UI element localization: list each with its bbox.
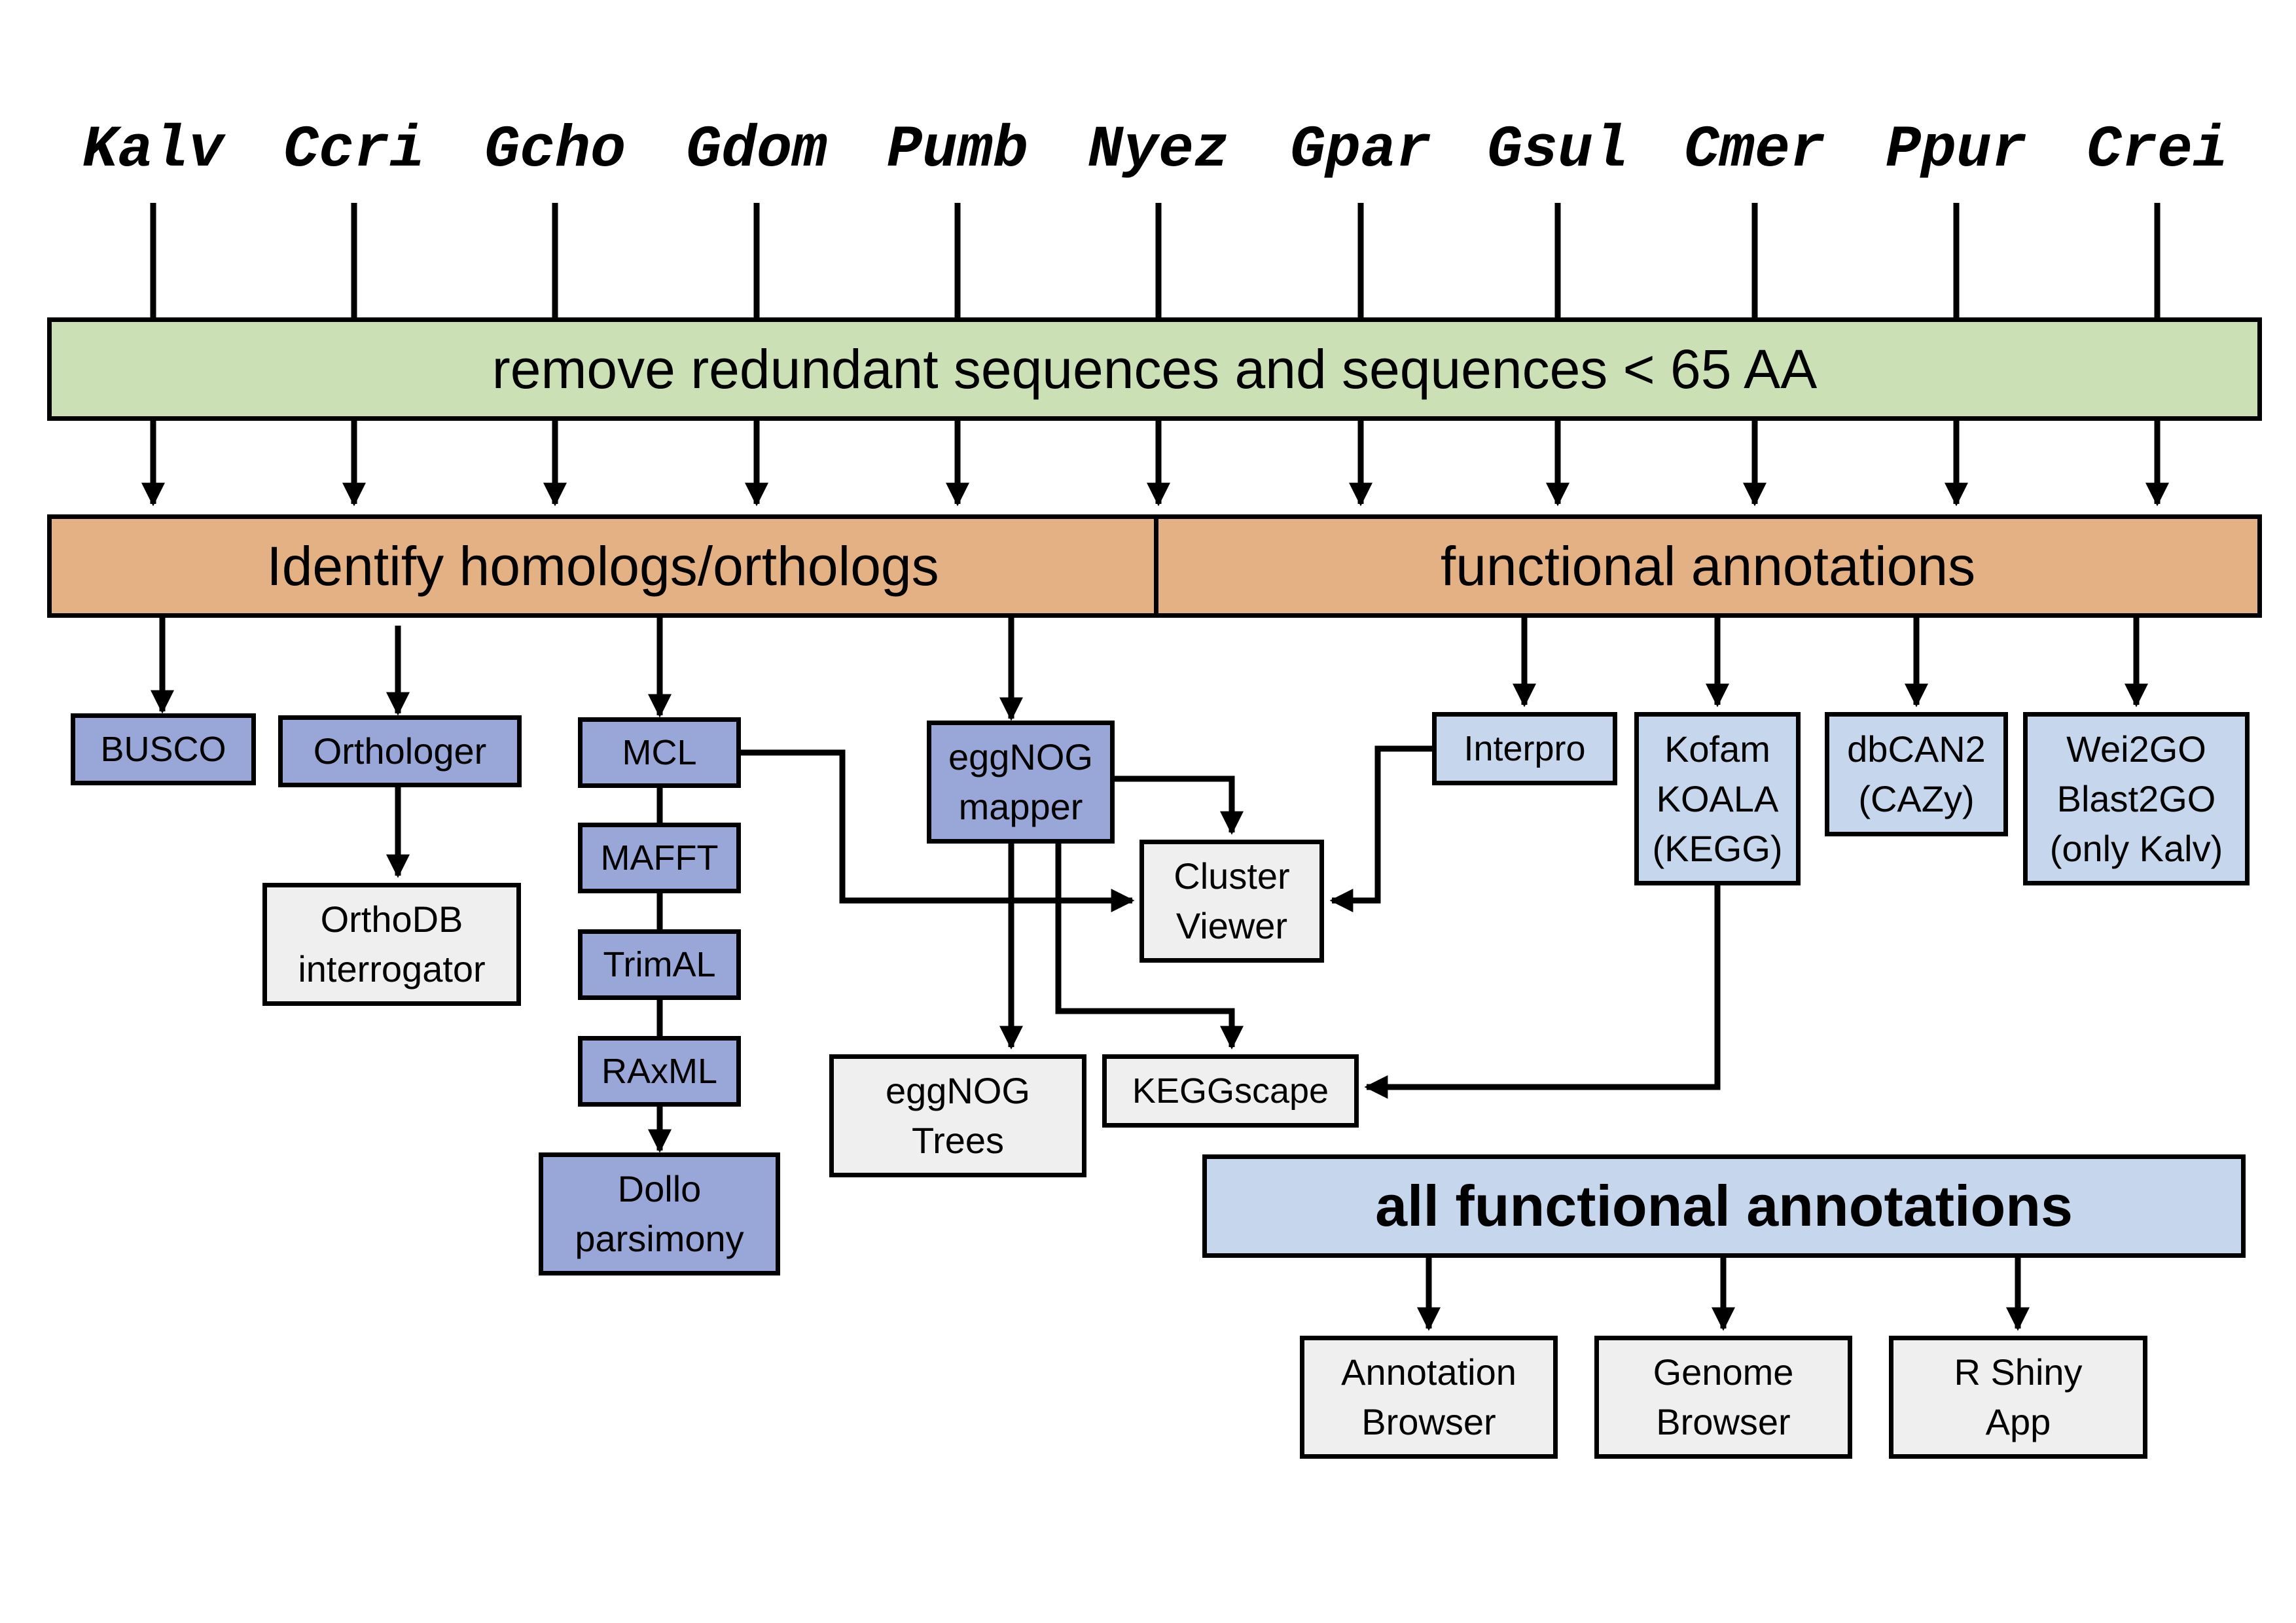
dbcan2-box: dbCAN2 (CAZy) (1825, 712, 2008, 836)
genome-browser-label: Genome Browser (1653, 1351, 1794, 1442)
trimal-label: TrimAL (603, 945, 716, 984)
functional-annotations-bar: functional annotations (1154, 514, 2262, 618)
mafft-label: MAFFT (600, 838, 719, 878)
genome-browser-box: Genome Browser (1594, 1336, 1852, 1459)
species-label-gcho: Gcho (484, 117, 626, 184)
arrows (141, 203, 2169, 1331)
identify-homologs-label: Identify homologs/orthologs (266, 535, 939, 597)
species-label-crei: Crei (2086, 117, 2229, 184)
busco-label: BUSCO (100, 730, 226, 769)
all-functional-annotations-label: all functional annotations (1375, 1173, 2073, 1238)
filter-step-bar: remove redundant sequences and sequences… (47, 317, 2262, 421)
species-label-gsul: Gsul (1486, 117, 1629, 184)
shiny-app-box: R Shiny App (1889, 1336, 2147, 1459)
shiny-app-label: R Shiny App (1954, 1351, 2083, 1442)
wei2go-box: Wei2GO Blast2GO (only Kalv) (2023, 712, 2250, 885)
functional-annotations-label: functional annotations (1440, 535, 1976, 597)
arrow-kofam-keggscape (1364, 885, 1721, 1099)
orthologer-label: Orthologer (313, 730, 487, 772)
cluster-viewer-label: Cluster Viewer (1174, 855, 1290, 946)
raxml-label: RAxML (601, 1052, 718, 1091)
trimal-box: TrimAL (578, 929, 741, 1000)
annotation-browser-box: Annotation Browser (1300, 1336, 1558, 1459)
species-label-ppur: Ppur (1885, 117, 2028, 184)
orthodb-interrogator-box: OrthoDB interrogator (262, 883, 521, 1006)
arrow-interpro-cluster-viewer (1329, 745, 1432, 912)
cluster-viewer-box: Cluster Viewer (1139, 840, 1324, 963)
eggnog-trees-box: eggNOG Trees (829, 1054, 1086, 1177)
orthologer-box: Orthologer (278, 715, 522, 787)
dbcan2-label: dbCAN2 (CAZy) (1847, 728, 1986, 819)
eggnog-trees-label: eggNOG Trees (886, 1070, 1030, 1161)
eggnog-mapper-box: eggNOG mapper (927, 721, 1115, 844)
mcl-label: MCL (622, 733, 697, 772)
mafft-box: MAFFT (578, 823, 741, 893)
orthodb-interrogator-label: OrthoDB interrogator (298, 899, 486, 990)
kofam-koala-label: Kofam KOALA (KEGG) (1652, 728, 1783, 869)
all-functional-annotations-bar: all functional annotations (1202, 1154, 2246, 1258)
raxml-box: RAxML (578, 1036, 741, 1107)
species-label-cmer: Cmer (1683, 117, 1826, 184)
mcl-box: MCL (578, 717, 741, 788)
species-label-gpar: Gpar (1289, 117, 1432, 184)
species-label-nyez: Nyez (1087, 117, 1230, 184)
arrow-mcl-cluster-viewer (741, 749, 1135, 912)
busco-box: BUSCO (71, 713, 256, 785)
keggscape-box: KEGGscape (1102, 1054, 1359, 1128)
arrow-eggnog-keggscape (1055, 844, 1244, 1050)
annotation-browser-label: Annotation Browser (1341, 1351, 1516, 1442)
species-label-ccri: Ccri (283, 117, 425, 184)
kofam-koala-box: Kofam KOALA (KEGG) (1634, 712, 1801, 885)
identify-homologs-bar: Identify homologs/orthologs (47, 514, 1158, 618)
wei2go-label: Wei2GO Blast2GO (only Kalv) (2049, 728, 2223, 869)
interpro-label: Interpro (1463, 729, 1586, 768)
species-label-kalv: Kalv (82, 117, 224, 184)
interpro-box: Interpro (1432, 712, 1617, 785)
filter-step-label: remove redundant sequences and sequences… (492, 338, 1818, 400)
dollo-parsimony-box: Dollo parsimony (539, 1152, 780, 1275)
arrow-eggnog-cluster-viewer (1115, 776, 1244, 835)
keggscape-label: KEGGscape (1132, 1071, 1329, 1111)
dollo-parsimony-label: Dollo parsimony (575, 1168, 744, 1259)
species-label-pumb: Pumb (886, 117, 1029, 184)
eggnog-mapper-label: eggNOG mapper (948, 736, 1093, 827)
species-label-gdom: Gdom (685, 117, 828, 184)
